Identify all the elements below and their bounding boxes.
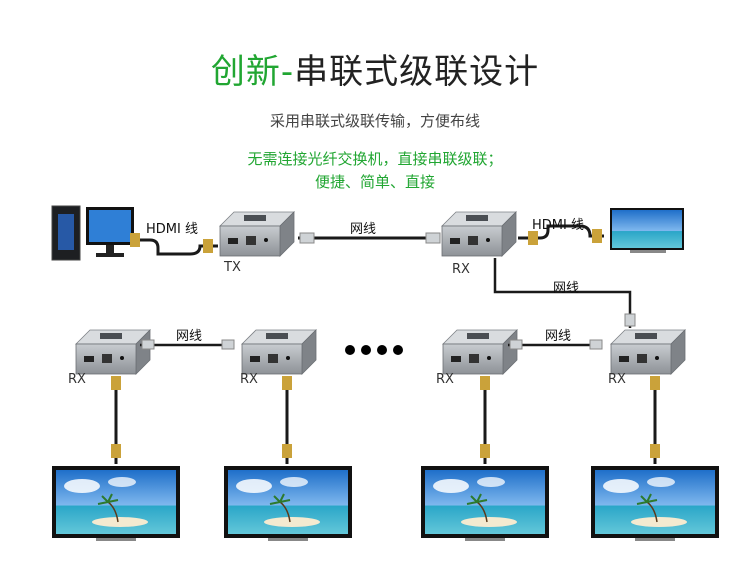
hdmi-plug-icon <box>203 239 213 253</box>
title-highlight: 创新- <box>210 52 295 92</box>
hdmi-cable-left <box>136 238 218 256</box>
net-label-top: 网线 <box>350 222 377 237</box>
hdmi-plug-icon <box>528 231 538 245</box>
note-line-2: 便捷、简单、直接 <box>314 173 435 191</box>
rx-device-icon <box>75 329 151 375</box>
tv-icon-top <box>610 208 684 253</box>
tx-label: TX <box>224 260 241 275</box>
net-label-right: 网线 <box>545 329 572 344</box>
tv-icon <box>51 465 181 542</box>
hdmi-cables-down <box>111 376 660 464</box>
tv-icon <box>590 465 720 542</box>
hdmi-plug-icon <box>592 229 602 243</box>
page-title: 创新-串联式级联设计 <box>0 44 750 93</box>
rx-device-icon <box>241 329 317 375</box>
tx-device-icon <box>219 211 295 257</box>
hdmi-label-left: HDMI 线 <box>146 222 198 237</box>
hdmi-cable-right <box>518 224 604 240</box>
rx-device-icon <box>610 329 686 375</box>
net-cable-vertical <box>493 258 632 328</box>
note-line-1: 无需连接光纤交换机，直接串联级联； <box>247 150 503 168</box>
rx-label-4: RX <box>608 372 626 387</box>
hdmi-label-right: HDMI 线 <box>532 218 584 233</box>
tv-icon <box>223 465 353 542</box>
rx-device-icon <box>442 329 518 375</box>
rx-label-1: RX <box>68 372 86 387</box>
net-label-vertical: 网线 <box>553 281 580 296</box>
rj45-plug-icon <box>425 232 441 244</box>
rj45-plug-icon <box>624 313 636 327</box>
title-rest: 串联式级联设计 <box>294 52 540 92</box>
ellipsis-dots-icon <box>345 345 403 355</box>
rx-label-2: RX <box>240 372 258 387</box>
subtitle: 采用串联式级联传输，方便布线 <box>269 112 480 130</box>
pc-icon <box>51 205 134 261</box>
net-label-left: 网线 <box>176 329 203 344</box>
tv-icon <box>420 465 550 542</box>
rx-device-icon <box>441 211 517 257</box>
rj45-plug-icon <box>299 232 315 244</box>
hdmi-plug-icon <box>130 233 140 247</box>
rx-label-top: RX <box>452 262 470 277</box>
rx-label-3: RX <box>436 372 454 387</box>
